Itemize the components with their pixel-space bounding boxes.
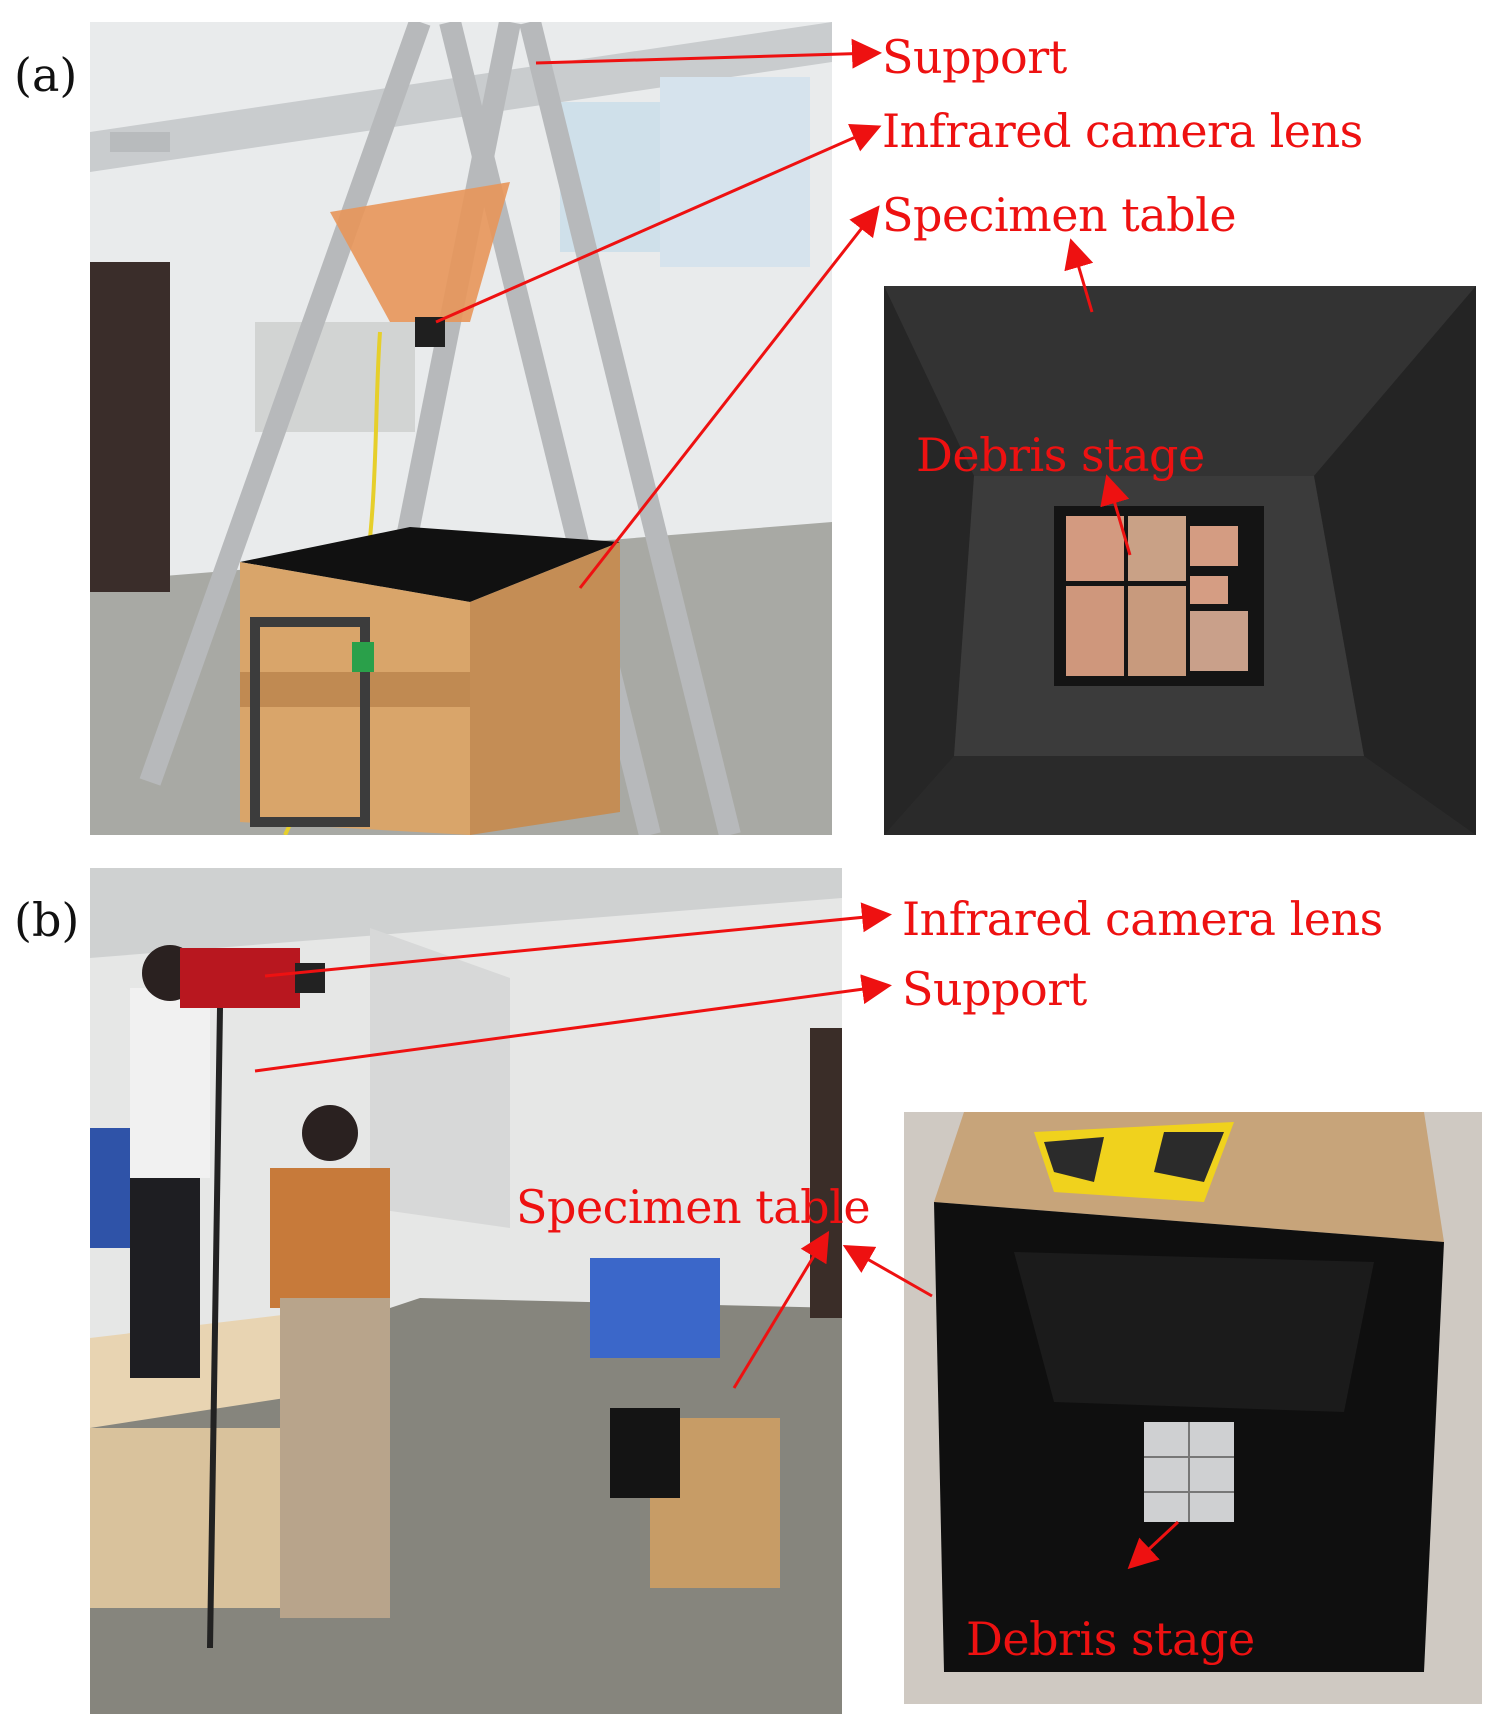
annotation-a-debris: Debris stage bbox=[916, 428, 1205, 482]
photo-debris-box bbox=[904, 1112, 1482, 1704]
annotation-a-table: Specimen table bbox=[882, 188, 1237, 242]
photo-tripod-setup bbox=[90, 868, 842, 1714]
annotation-a-support: Support bbox=[882, 30, 1067, 84]
photo-debris-box-image bbox=[904, 1112, 1482, 1704]
annotation-b-table: Specimen table bbox=[516, 1180, 871, 1234]
panel-b-label: (b) bbox=[14, 893, 80, 947]
annotation-b-support: Support bbox=[902, 962, 1087, 1016]
photo-ladder-image bbox=[90, 22, 832, 835]
photo-specimen-table-top bbox=[884, 286, 1476, 835]
photo-ladder-setup bbox=[90, 22, 832, 835]
panel-a-label: (a) bbox=[14, 48, 78, 102]
annotation-b-debris: Debris stage bbox=[966, 1612, 1255, 1666]
annotation-a-camera: Infrared camera lens bbox=[882, 104, 1363, 158]
photo-tripod-image bbox=[90, 868, 842, 1714]
annotation-b-camera: Infrared camera lens bbox=[902, 892, 1383, 946]
photo-specimen-table-image bbox=[884, 286, 1476, 835]
